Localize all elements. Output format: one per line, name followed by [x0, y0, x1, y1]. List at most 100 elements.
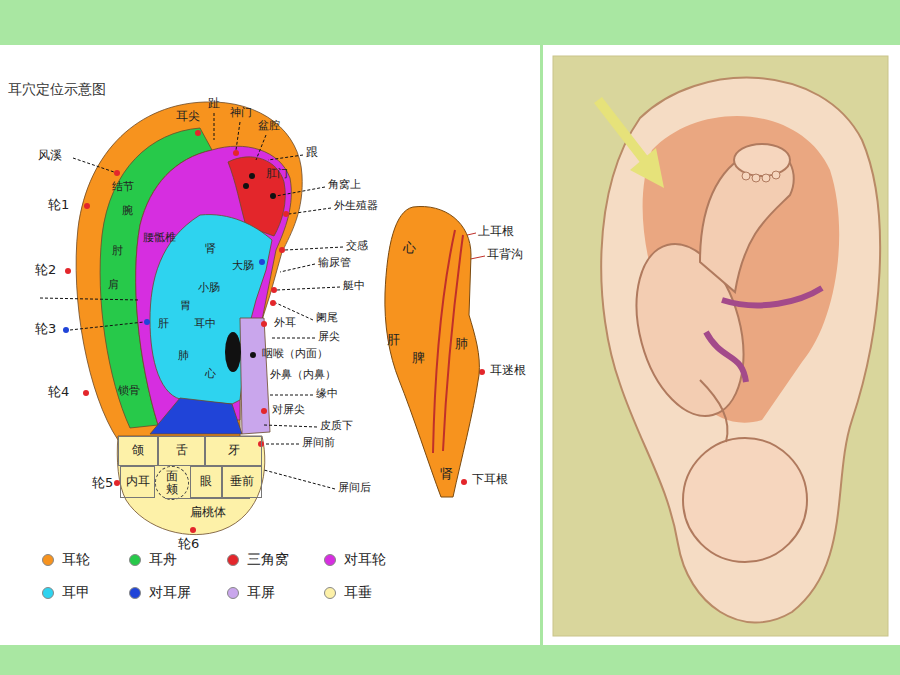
- point-dot: [190, 527, 196, 533]
- point-dot: [283, 211, 289, 217]
- point-dot: [259, 259, 265, 265]
- point-label: 轮4: [48, 385, 69, 400]
- point-dot: [271, 287, 277, 293]
- point-dot: [84, 203, 90, 209]
- back-ear-outline: [383, 205, 483, 503]
- lobe-cell: 眼: [190, 466, 222, 498]
- point-label: 轮1: [48, 198, 69, 213]
- legend-text: 耳舟: [149, 551, 177, 567]
- legend-swatch: [324, 587, 336, 599]
- point-label: 角窝上: [328, 179, 361, 192]
- legend-swatch: [129, 587, 141, 599]
- back-ear-point: 脾: [412, 351, 425, 366]
- point-label: 艇中: [343, 280, 365, 293]
- point-label: 阑尾: [316, 312, 338, 325]
- legend-swatch: [42, 587, 54, 599]
- lobe-point: 垂前: [230, 475, 254, 489]
- point-label: 轮6: [178, 537, 199, 552]
- leader-line: [280, 264, 315, 272]
- lobe-cell: 垂前: [222, 466, 262, 498]
- point-label: 轮5: [92, 476, 113, 491]
- fetus-head: [683, 438, 807, 562]
- fetus-arm: [700, 380, 728, 442]
- back-ear-point: 肾: [440, 467, 453, 482]
- back-ear-shape: [385, 206, 480, 497]
- leader-line: [264, 425, 317, 427]
- legend-text: 耳屏: [247, 584, 275, 600]
- helix-region: [76, 102, 302, 440]
- legend-swatch: [227, 554, 239, 566]
- lobe-region: [117, 436, 265, 535]
- leader-line: [289, 208, 331, 214]
- pointer-arrow: [598, 100, 646, 162]
- leader-line: [270, 338, 315, 339]
- lobe-point: 面颊: [166, 470, 178, 496]
- point-label: 皮质下: [320, 420, 353, 433]
- point-dot: [63, 327, 69, 333]
- leader-line: [270, 395, 313, 396]
- leader-line: [268, 155, 303, 160]
- point-dot: [279, 247, 285, 253]
- left-panel: [0, 45, 540, 645]
- lobe-point: 内耳: [126, 475, 150, 489]
- region-point-label: 小肠: [198, 281, 220, 293]
- back-ear: 心肝脾肺肾: [383, 205, 483, 503]
- leader-line: [276, 187, 325, 196]
- toe: [742, 172, 750, 180]
- toe: [762, 174, 770, 182]
- point-label: 输尿管: [318, 257, 351, 270]
- legend-text: 耳轮: [62, 551, 90, 567]
- point-label: 外鼻（内鼻）: [270, 369, 336, 382]
- point-label: 上耳根: [478, 225, 514, 239]
- toe: [772, 171, 780, 179]
- back-ear-point: 肺: [455, 337, 468, 352]
- point-dot: [114, 170, 120, 176]
- lobe-point: 舌: [176, 444, 188, 458]
- point-label: 风溪: [38, 149, 62, 163]
- region-point-label: 腰骶椎: [143, 231, 176, 243]
- point-dot: [261, 321, 267, 327]
- legend-swatch: [227, 587, 239, 599]
- point-label: 轮2: [35, 263, 56, 278]
- point-label: 盆腔: [258, 120, 280, 133]
- lobe-cell: 扁桃体: [165, 498, 250, 526]
- point-dot: [270, 193, 276, 199]
- legend-text: 耳垂: [344, 584, 372, 600]
- point-dot: [83, 390, 89, 396]
- illustration-ground: [553, 56, 888, 636]
- lobe-point: 颌: [132, 444, 144, 458]
- point-dot: [195, 130, 201, 136]
- legend-text: 三角窝: [247, 551, 289, 567]
- face-cheek-oval: 面颊: [155, 466, 189, 500]
- lobe-cell: 牙: [205, 436, 262, 466]
- point-label: 耳迷根: [490, 364, 526, 378]
- point-label: 跟: [306, 146, 318, 160]
- ear-outline: [601, 78, 880, 623]
- ear-canal: [225, 332, 241, 372]
- point-label: 屏尖: [318, 331, 340, 344]
- leader-line: [236, 122, 240, 150]
- region-point-label: 心: [205, 367, 216, 379]
- point-label: 趾: [208, 97, 220, 111]
- legend-swatch: [324, 554, 336, 566]
- point-dot: [144, 319, 150, 325]
- point-dot: [258, 441, 264, 447]
- lobe-cell: 舌: [158, 436, 205, 466]
- point-label: 屏间前: [302, 437, 335, 450]
- leader-line: [285, 247, 343, 250]
- front-ear: [76, 102, 302, 535]
- umbilical-cord: [722, 288, 822, 305]
- region-point-label: 肩: [108, 278, 119, 290]
- point-label: 屏间后: [338, 482, 371, 495]
- point-label: 外耳: [274, 317, 296, 330]
- leader-line: [214, 113, 215, 140]
- point-dot: [233, 150, 239, 156]
- legend-text: 对耳屏: [149, 584, 191, 600]
- point-label: 交感: [346, 240, 368, 253]
- point-label: 轮3: [35, 322, 56, 337]
- leader-line: [264, 444, 299, 445]
- region-point-label: 肺: [178, 349, 189, 361]
- leader-line: [73, 158, 114, 172]
- point-dot: [479, 369, 485, 375]
